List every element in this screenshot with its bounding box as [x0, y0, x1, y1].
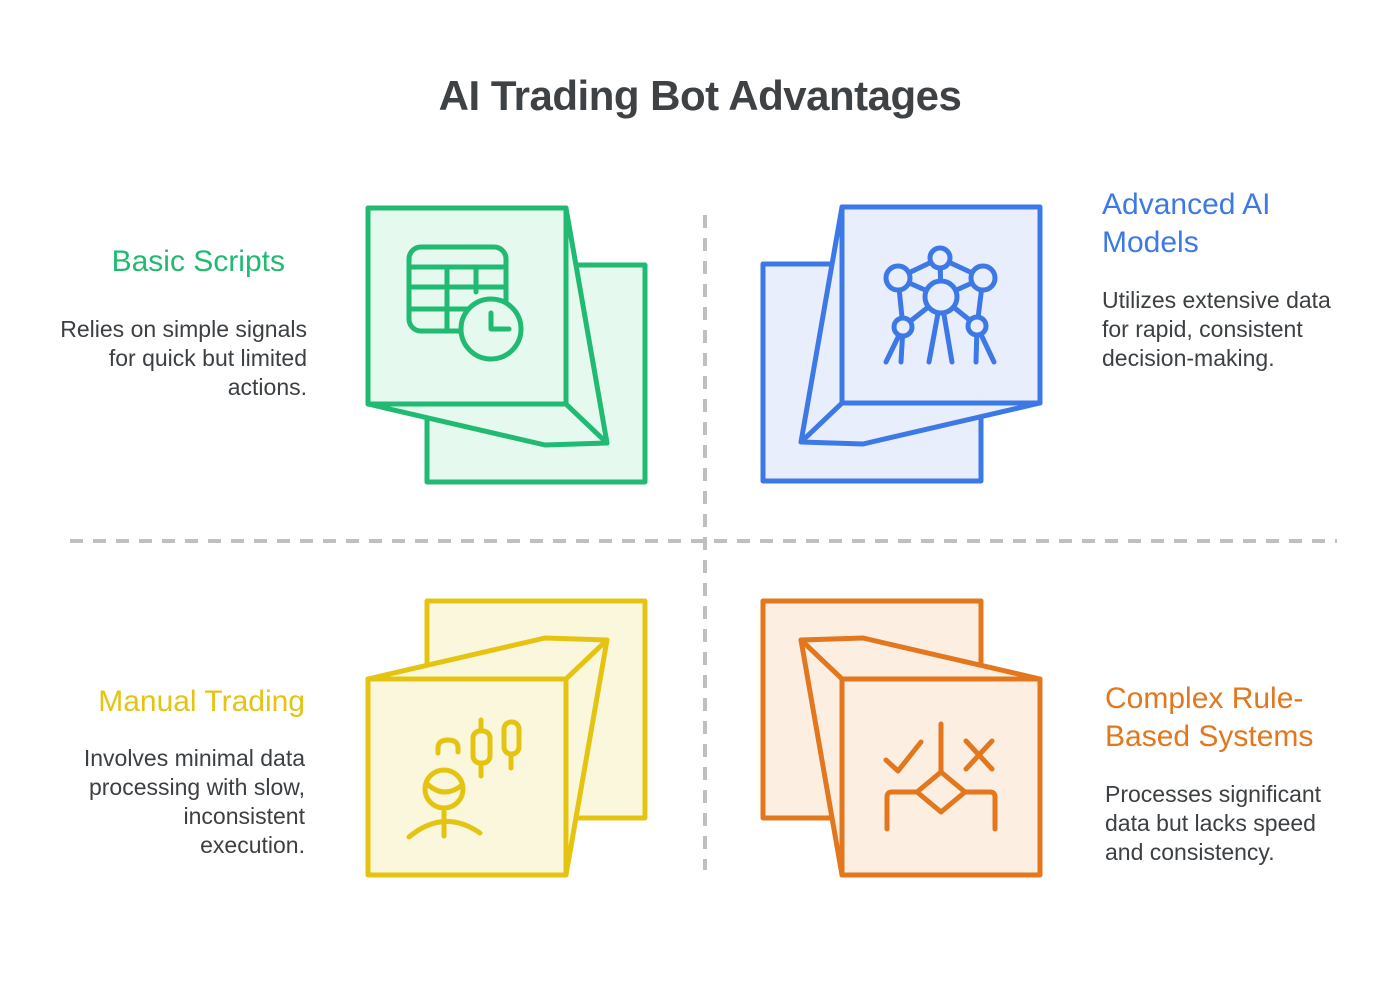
- table-clock-cube-icon: [365, 205, 648, 485]
- neural-network-glyph: [883, 245, 998, 365]
- person-candlestick-glyph: [406, 717, 522, 840]
- decision-tree-cube-icon: [760, 598, 1043, 878]
- neural-network-cube-icon: [760, 204, 1043, 484]
- manual-trading-description: Involves minimal data processing with sl…: [83, 745, 305, 858]
- basic-scripts-description: Relies on simple signals for quick but l…: [60, 316, 307, 400]
- manual-trading-text: Manual Trading Involves minimal data pro…: [73, 683, 305, 860]
- advanced-ai-heading: Advanced AI Models: [1102, 188, 1271, 259]
- table-clock-glyph: [406, 244, 524, 362]
- basic-scripts-text: Basic Scripts Relies on simple signals f…: [60, 243, 307, 402]
- basic-scripts-heading: Basic Scripts: [111, 245, 285, 278]
- advanced-ai-text: Advanced AI Models Utilizes extensive da…: [1102, 186, 1336, 373]
- divider-vertical: [703, 215, 707, 870]
- complex-rules-text: Complex Rule-Based Systems Processes sig…: [1105, 680, 1335, 867]
- page-title: AI Trading Bot Advantages: [438, 72, 962, 119]
- complex-rules-description: Processes significant data but lacks spe…: [1105, 781, 1322, 865]
- person-candlestick-cube-icon: [365, 598, 648, 878]
- decision-tree-glyph: [883, 721, 998, 832]
- advanced-ai-description: Utilizes extensive data for rapid, consi…: [1102, 287, 1331, 371]
- manual-trading-heading: Manual Trading: [98, 685, 305, 718]
- complex-rules-heading: Complex Rule-Based Systems: [1105, 682, 1314, 753]
